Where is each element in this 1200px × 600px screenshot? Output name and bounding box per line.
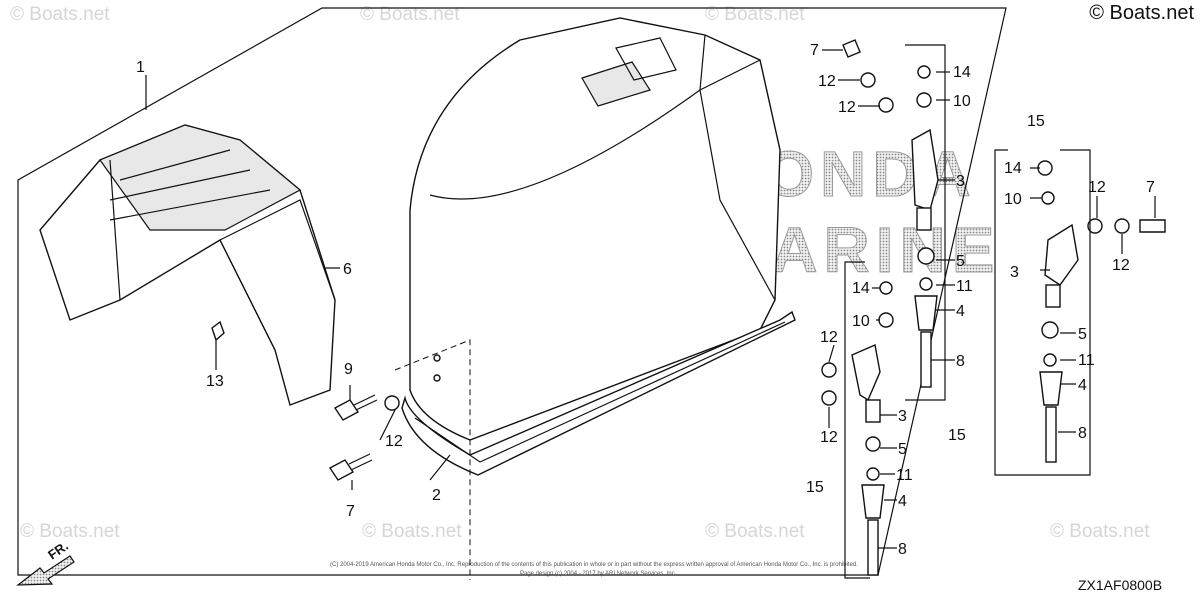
front-direction-marker: FR. bbox=[16, 538, 75, 586]
inner-cover bbox=[39, 124, 336, 406]
label-part-10: 10 bbox=[852, 313, 870, 330]
label-part-4: 4 bbox=[956, 303, 965, 320]
label-part-3: 3 bbox=[956, 173, 965, 190]
label-part-5: 5 bbox=[1078, 326, 1087, 343]
diagram-frame bbox=[17, 7, 1007, 576]
label-part-12: 12 bbox=[1088, 179, 1106, 196]
watermark: © Boats.net bbox=[362, 521, 462, 542]
legal-notice: Page design (c) 2004 - 2017 by ARI Netwo… bbox=[520, 571, 677, 577]
watermark: © Boats.net bbox=[1050, 521, 1150, 542]
label-part-11: 11 bbox=[1078, 352, 1095, 369]
label-part-15: 15 bbox=[948, 427, 966, 444]
label-part-7: 7 bbox=[346, 503, 355, 520]
label-part-11: 11 bbox=[896, 467, 913, 484]
legal-notice: (C) 2004-2019 American Honda Motor Co., … bbox=[330, 562, 858, 568]
label-part-11: 11 bbox=[956, 278, 973, 295]
label-part-12: 12 bbox=[818, 73, 836, 90]
watermark: © Boats.net bbox=[20, 521, 120, 542]
leader-lines bbox=[145, 49, 1156, 549]
label-part-2: 2 bbox=[432, 487, 441, 504]
watermark: © Boats.net bbox=[10, 4, 110, 25]
label-part-4: 4 bbox=[898, 493, 907, 510]
watermark: © Boats.net bbox=[705, 521, 805, 542]
label-part-12: 12 bbox=[1112, 257, 1130, 274]
label-part-7: 7 bbox=[1146, 179, 1155, 196]
label-part-12: 12 bbox=[385, 433, 403, 450]
label-part-15: 15 bbox=[1027, 113, 1045, 130]
label-part-12: 12 bbox=[820, 329, 838, 346]
label-part-8: 8 bbox=[956, 353, 965, 370]
dashed-guide bbox=[394, 339, 471, 580]
label-part-3: 3 bbox=[1010, 264, 1019, 281]
grommet-set-b bbox=[911, 65, 939, 388]
label-part-12: 12 bbox=[838, 99, 856, 116]
watermark-group: © Boats.net © Boats.net © Boats.net © Bo… bbox=[10, 4, 1150, 542]
label-part-13: 13 bbox=[206, 373, 224, 390]
arrow-icon bbox=[16, 555, 75, 586]
label-part-14: 14 bbox=[953, 64, 971, 81]
label-part-14: 14 bbox=[1004, 160, 1022, 177]
diagram-code: ZX1AF0800B bbox=[1078, 577, 1162, 593]
label-part-10: 10 bbox=[953, 93, 971, 110]
label-part-1: 1 bbox=[136, 59, 145, 76]
label-part-14: 14 bbox=[852, 280, 870, 297]
kit-brackets bbox=[844, 44, 1091, 579]
label-part-9: 9 bbox=[344, 361, 353, 378]
label-part-6: 6 bbox=[343, 261, 352, 278]
label-part-5: 5 bbox=[898, 441, 907, 458]
label-part-8: 8 bbox=[898, 541, 907, 558]
label-part-12: 12 bbox=[820, 429, 838, 446]
copyright-notice: © Boats.net bbox=[1089, 2, 1194, 24]
label-part-10: 10 bbox=[1004, 191, 1022, 208]
label-part-5: 5 bbox=[956, 253, 965, 270]
engine-cover bbox=[401, 17, 796, 476]
label-part-8: 8 bbox=[1078, 425, 1087, 442]
watermark: © Boats.net bbox=[705, 4, 805, 25]
fasteners-left bbox=[211, 320, 441, 481]
label-part-15: 15 bbox=[806, 479, 824, 496]
watermark: © Boats.net bbox=[360, 4, 460, 25]
label-part-7: 7 bbox=[810, 42, 819, 59]
grommet-set-a bbox=[821, 281, 894, 576]
label-part-3: 3 bbox=[898, 408, 907, 425]
label-part-4: 4 bbox=[1078, 377, 1087, 394]
